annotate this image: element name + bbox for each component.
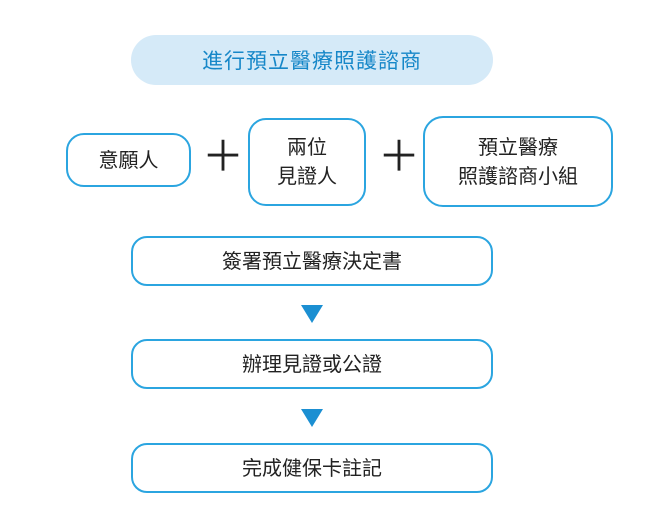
step-health-card-annotation: 完成健保卡註記 (131, 443, 493, 493)
arrow-down-icon (301, 409, 323, 427)
flow-title: 進行預立醫療照護諮商 (131, 35, 493, 85)
team-label-line2: 照護諮商小組 (458, 163, 578, 188)
witness-label-line1: 兩位 (287, 135, 327, 159)
plus-icon: ＋ (202, 132, 245, 181)
requirement-willing-person: 意願人 (66, 133, 191, 187)
team-label-line1: 預立醫療 (478, 134, 558, 159)
step-witness-notarize: 辦理見證或公證 (131, 339, 493, 389)
step-sign-decision: 簽署預立醫療決定書 (131, 236, 493, 286)
plus-icon: ＋ (378, 132, 421, 181)
requirement-consultation-team: 預立醫療 照護諮商小組 (423, 116, 613, 207)
witness-label-line2: 見證人 (277, 164, 337, 188)
requirement-two-witnesses: 兩位 見證人 (248, 118, 366, 206)
arrow-down-icon (301, 305, 323, 323)
